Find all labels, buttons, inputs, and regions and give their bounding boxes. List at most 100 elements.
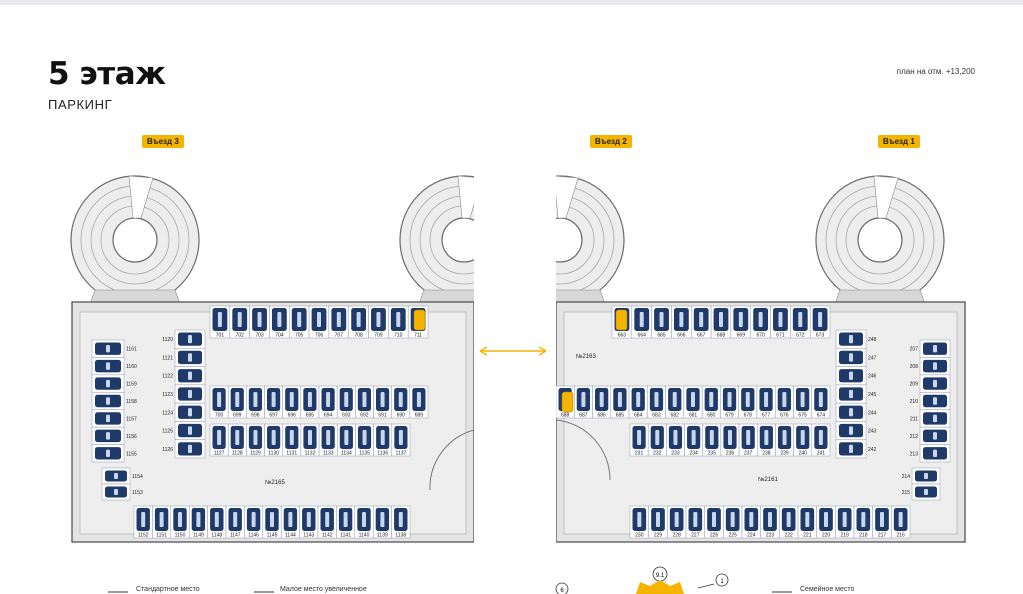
left-inner-spot-label-1: 1121 — [162, 355, 173, 361]
left-bottom-spot-4-number: 1148 — [211, 533, 222, 539]
right-side-spot-label-3: 210 — [910, 399, 919, 405]
right-side-spot-label-6: 213 — [910, 451, 919, 457]
right-inner-spot-label-1: 247 — [868, 355, 877, 361]
right-mid-spot-2-number: 686 — [597, 413, 606, 419]
left-bottom-spot-7: 1145 — [262, 505, 282, 539]
right-lower-spot-8-number: 239 — [780, 451, 789, 457]
right-mid-spot-3-glass — [617, 392, 622, 407]
right-inner-spot-4 — [835, 402, 867, 422]
left-top-spot-6-number: 707 — [335, 333, 344, 339]
right-bottom-spot-12-number: 218 — [859, 533, 868, 539]
right-top-spot-5-number: 668 — [717, 333, 726, 339]
left-lower-spot-8: 1135 — [355, 423, 374, 457]
right-bottom-spot-4: 226 — [704, 505, 724, 539]
right-side-spot-4-glass — [933, 414, 937, 423]
left-bottom-spot-12-glass — [362, 512, 366, 527]
left-bottom-spot-9-number: 1143 — [303, 533, 314, 539]
left-inner-spot-label-0: 1120 — [162, 337, 173, 343]
right-bottom-spot-5-glass — [730, 512, 735, 527]
left-inner-spot-3-glass — [188, 389, 192, 399]
left-lower-spot-7: 1134 — [337, 423, 356, 457]
right-side-spot-label-5: 212 — [910, 434, 919, 440]
right-bottom-spot-5-number: 225 — [728, 533, 737, 539]
right-inner-spot-label-4: 244 — [868, 410, 877, 416]
right-curve-wall — [556, 419, 611, 481]
left-side-spot-label-2: 1159 — [126, 382, 137, 388]
right-mid-spot-2-glass — [599, 392, 604, 407]
left-top-spot-5: 706 — [308, 305, 330, 339]
left-mid-spot-8-number: 692 — [360, 413, 369, 419]
right-bottom-spot-7-number: 223 — [766, 533, 775, 539]
right-lower-spot-0: 231 — [629, 423, 649, 457]
right-mid-spot-5-glass — [654, 392, 659, 407]
left-mid-spot-9: 691 — [373, 385, 392, 419]
ramp-3-gap — [128, 175, 154, 219]
left-mid-spot-2-number: 698 — [251, 413, 260, 419]
right-side-spot-5 — [919, 426, 951, 445]
right-mid-spot-7-glass — [691, 392, 695, 407]
left-top-spot-0-glass — [217, 312, 222, 327]
right-side-spot-2-glass — [933, 379, 937, 388]
ramp-2-core — [556, 217, 583, 263]
left-mid-spot-3: 697 — [264, 385, 283, 419]
left-top-spot-7: 708 — [348, 305, 369, 339]
left-mid-spot-10-number: 690 — [397, 413, 406, 419]
right-bottom-spot-6-glass — [749, 512, 754, 527]
left-mid-spot-5-number: 695 — [306, 413, 315, 419]
left-top-spot-9-glass — [396, 312, 401, 327]
left-lower-spot-1: 1128 — [227, 423, 247, 457]
right-corner-spot-label-0: 214 — [902, 474, 911, 480]
left-top-spot-10-number: 711 — [414, 333, 422, 339]
left-bottom-spot-12: 1140 — [354, 505, 374, 539]
left-bottom-spot-9: 1143 — [299, 505, 319, 539]
right-inner-spot-label-3: 245 — [868, 392, 877, 398]
right-inner-spot-0 — [835, 329, 867, 349]
right-mid-spot-9-glass — [727, 392, 732, 407]
left-lower-spot-10-glass — [398, 430, 403, 445]
right-bottom-spot-13-glass — [880, 512, 884, 527]
left-bottom-spot-3: 1149 — [188, 505, 208, 539]
left-bottom-spot-0-number: 1152 — [138, 533, 149, 539]
left-mid-spot-0-glass — [217, 392, 222, 407]
left-bottom-spot-7-number: 1145 — [267, 533, 278, 539]
left-mid-spot-0-number: 700 — [215, 413, 224, 419]
left-inner-spot-6-glass — [188, 444, 192, 453]
left-side-spot-5 — [91, 426, 125, 445]
left-corner-spot-0 — [101, 467, 131, 485]
left-mid-spot-11-glass — [416, 392, 421, 407]
left-mid-spot-1-number: 699 — [233, 413, 242, 419]
right-mid-spot-12-number: 676 — [780, 413, 789, 419]
entrance-2-tag: Въезд 2 — [590, 135, 632, 148]
legend-yellow-shape — [636, 580, 684, 594]
right-top-spot-2: 665 — [651, 305, 672, 339]
left-bottom-spot-11-number: 1141 — [340, 533, 351, 539]
left-lower-spot-9-glass — [380, 430, 385, 445]
right-top-spot-7-glass — [758, 312, 763, 327]
right-mid-spot-4-number: 684 — [634, 413, 643, 419]
right-top-spot-10-number: 673 — [816, 333, 825, 339]
right-top-spot-10-glass — [818, 312, 823, 327]
left-lower-spot-0: 1127 — [209, 423, 229, 457]
left-top-spot-3: 704 — [269, 305, 290, 339]
right-bottom-spot-0-glass — [637, 512, 642, 527]
left-inner-spot-4 — [174, 402, 206, 422]
highlight-car-0 — [413, 309, 426, 331]
right-lower-spot-5-number: 236 — [726, 451, 735, 457]
right-mid-spot-10-glass — [745, 392, 750, 407]
right-lower-spot-3: 234 — [684, 423, 703, 457]
left-top-spot-5-glass — [317, 312, 321, 327]
left-lower-spot-1-glass — [235, 430, 240, 445]
right-lower-spot-1: 232 — [647, 423, 667, 457]
right-corner-spot-label-1: 215 — [902, 490, 911, 496]
right-inner-spot-2-glass — [849, 371, 853, 380]
left-top-spot-4-glass — [297, 312, 302, 327]
right-side-spot-label-2: 209 — [910, 382, 919, 388]
right-mid-spot-9-number: 679 — [725, 413, 734, 419]
left-curve-wall — [429, 429, 474, 491]
left-bottom-spot-1: 1151 — [152, 505, 172, 539]
left-lower-spot-9: 1136 — [373, 423, 393, 457]
right-top-spot-3-glass — [679, 312, 684, 327]
left-top-spot-3-glass — [277, 312, 282, 327]
right-mid-spot-14-number: 674 — [817, 413, 826, 419]
